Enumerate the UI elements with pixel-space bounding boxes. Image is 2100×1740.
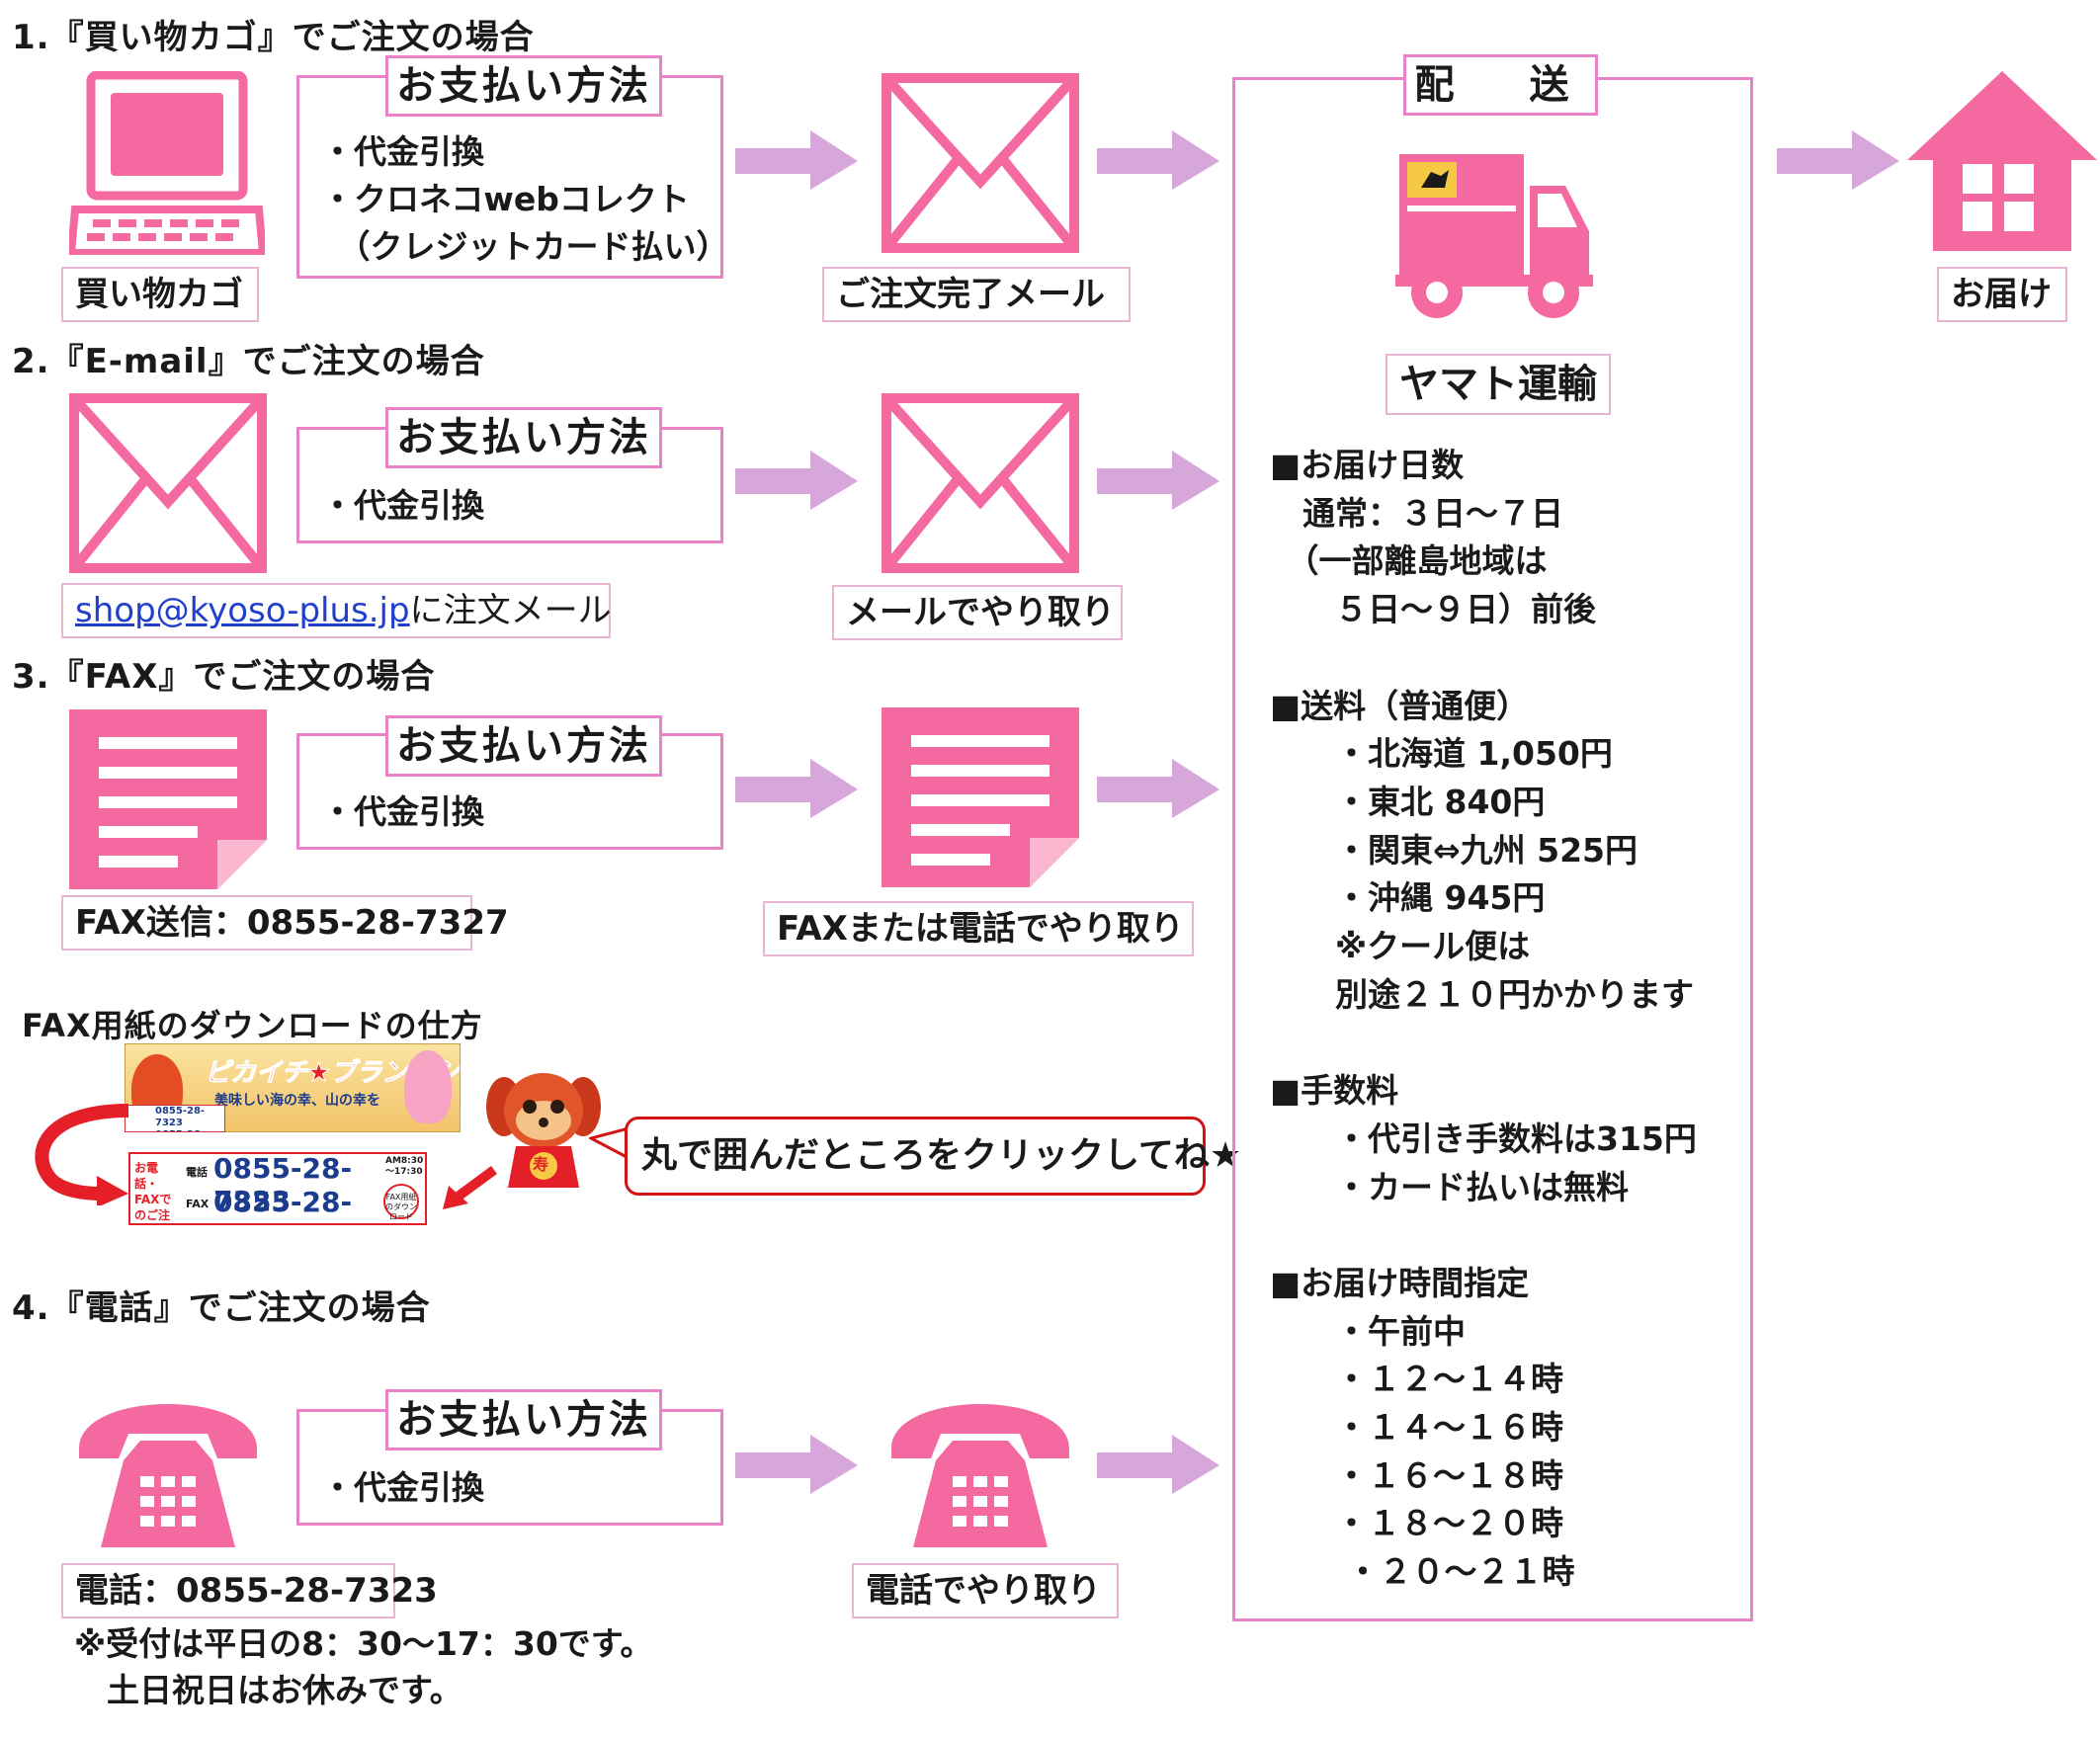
confirm-label-1: ご注文完了メール	[822, 267, 1131, 322]
banner-mascot-right-icon	[404, 1050, 452, 1123]
zoomed-phone-box: お電話・FAXでのご注文 電話 FAX 0855-28-7323 0855-28…	[128, 1152, 427, 1225]
banner-phone-1: 0855-28-7323	[155, 1106, 206, 1128]
house-icon	[1907, 71, 2097, 251]
banner-phone-strip: 0855-28-7323 0855-28-7327	[125, 1105, 225, 1132]
delivery-info: ■お届け日数 通常：３日～７日 （一部離島地域は ５日～９日）前後 ■送料（普通…	[1270, 446, 1697, 1592]
phone-hours-note: ※受付は平日の8：30～17：30です。 土日祝日はお休みです。	[74, 1624, 653, 1709]
source-label-cart: 買い物カゴ	[61, 267, 259, 322]
payment-items-3: ・代金引換	[321, 792, 484, 831]
delivery-title: 配 送	[1403, 54, 1598, 116]
arrow-right-icon	[1097, 128, 1219, 192]
red-pointer-arrow-icon	[443, 1166, 497, 1209]
zoom-phone-1: 0855-28-7323	[213, 1152, 353, 1217]
source-label-phone: 電話：0855-28-7323	[61, 1563, 438, 1618]
source-label-fax: FAX送信：0855-28-7327	[61, 895, 509, 951]
source-label-email: shop@kyoso-plus.jpに注文メール	[61, 583, 612, 638]
fax-document-icon	[882, 707, 1079, 887]
delivery-truck-icon	[1395, 154, 1593, 318]
carrier-name: ヤマト運輸	[1386, 354, 1611, 415]
tel-label: 電話	[186, 1166, 208, 1179]
fax-document-icon	[69, 709, 267, 889]
confirm-label-3: FAXまたは電話でやり取り	[763, 901, 1194, 956]
arrow-right-icon	[735, 449, 858, 512]
order-label: お電話・FAXでのご注文	[134, 1161, 172, 1222]
payment-items-4: ・代金引換	[321, 1468, 484, 1507]
payment-items-2: ・代金引換	[321, 486, 484, 525]
arrow-right-icon	[735, 128, 858, 192]
payment-title-3: お支払い方法	[385, 715, 662, 777]
destination-label: お届け	[1937, 267, 2067, 322]
section-2-heading: 2.『E-mail』でご注文の場合	[12, 342, 485, 381]
mascot-icon	[486, 1073, 601, 1188]
shop-email-link[interactable]: shop@kyoso-plus.jp	[75, 591, 410, 630]
arrow-right-icon	[735, 757, 858, 820]
mascot-chest-char: 寿	[533, 1155, 549, 1174]
arrow-right-icon	[735, 1433, 858, 1496]
telephone-icon	[882, 1379, 1079, 1557]
zoom-phone-2: 0855-28-7327	[213, 1186, 353, 1223]
fax-download-button[interactable]: FAX用紙のダウンロード	[383, 1184, 419, 1221]
banner-phone-2: 0855-28-7327	[126, 1129, 224, 1131]
payment-title-1: お支払い方法	[385, 55, 662, 117]
payment-title-4: お支払い方法	[385, 1389, 662, 1450]
confirm-label-2: メールでやり取り	[832, 585, 1123, 640]
envelope-icon	[69, 393, 267, 573]
envelope-icon	[882, 73, 1079, 253]
curved-red-arrow-icon	[35, 1104, 129, 1205]
section-1-heading: 1.『買い物カゴ』でご注文の場合	[12, 18, 535, 57]
envelope-icon	[882, 393, 1079, 573]
hours-label: AM8:30～17:30	[385, 1156, 424, 1177]
callout-instruction: 丸で囲んだところをクリックしてね★	[625, 1117, 1241, 1196]
arrow-right-icon	[1097, 1433, 1219, 1496]
arrow-right-icon	[1097, 757, 1219, 820]
shop-banner: ピカイチ★ブランドショップ 美味しい海の幸、山の幸を	[125, 1043, 461, 1132]
payment-items-1: ・代金引換 ・クロネコwebコレクト （クレジットカード払い）	[321, 132, 729, 266]
laptop-icon	[69, 71, 265, 255]
payment-title-2: お支払い方法	[385, 407, 662, 468]
telephone-icon	[69, 1379, 267, 1557]
section-4-heading: 4.『電話』でご注文の場合	[12, 1288, 431, 1328]
section-3-heading: 3.『FAX』でご注文の場合	[12, 657, 436, 697]
fax-download-heading: FAX用紙のダウンロードの仕方	[22, 1007, 483, 1044]
email-suffix: に注文メール	[409, 591, 612, 630]
fax-label: FAX	[186, 1198, 210, 1210]
confirm-label-4: 電話でやり取り	[852, 1563, 1119, 1618]
arrow-right-icon	[1097, 449, 1219, 512]
arrow-right-icon	[1777, 128, 1899, 192]
banner-subtitle: 美味しい海の幸、山の幸を	[214, 1093, 380, 1109]
